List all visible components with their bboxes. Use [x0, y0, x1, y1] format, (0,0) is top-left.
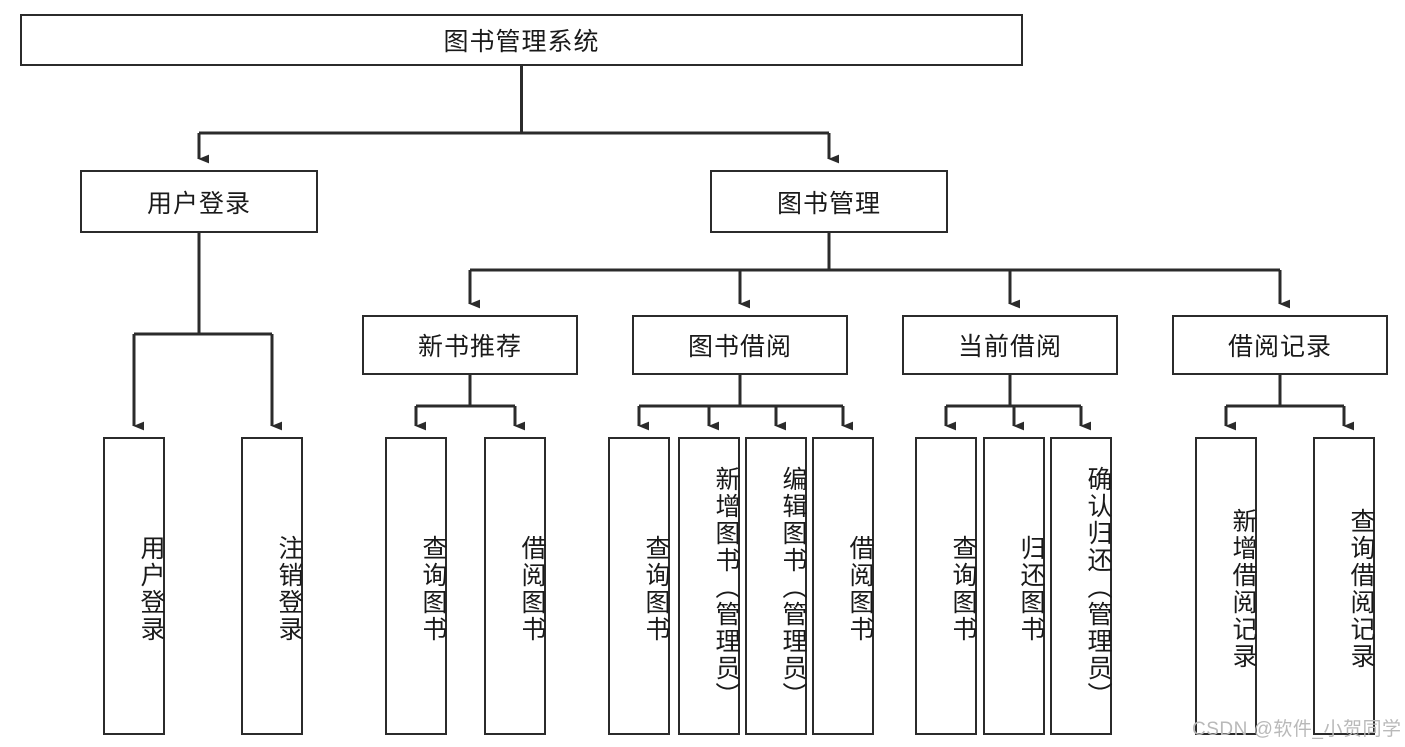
- node-label: 确认归还（管理员）: [1084, 465, 1112, 709]
- node-leaf-edit-book[interactable]: 编辑图书（管理员）: [745, 437, 807, 735]
- node-book-borrow[interactable]: 图书借阅: [632, 315, 848, 375]
- node-leaf-add-rec[interactable]: 新增借阅记录: [1195, 437, 1257, 735]
- node-leaf-query-rec[interactable]: 查询借阅记录: [1313, 437, 1375, 735]
- node-borrow-record[interactable]: 借阅记录: [1172, 315, 1388, 375]
- node-label: 注销登录: [275, 535, 303, 643]
- node-leaf-query-3[interactable]: 查询图书: [915, 437, 977, 735]
- node-leaf-return[interactable]: 归还图书: [983, 437, 1045, 735]
- node-label: 查询图书: [949, 535, 977, 643]
- node-book-manage[interactable]: 图书管理: [710, 170, 948, 233]
- node-label: 用户登录: [146, 189, 251, 218]
- node-label: 借阅图书: [518, 535, 546, 643]
- node-leaf-borrow-2[interactable]: 借阅图书: [812, 437, 874, 735]
- node-label: 查询借阅记录: [1347, 508, 1375, 670]
- node-label: 用户登录: [137, 535, 165, 643]
- node-leaf-confirm[interactable]: 确认归还（管理员）: [1050, 437, 1112, 735]
- node-leaf-logout[interactable]: 注销登录: [241, 437, 303, 735]
- node-new-book-rec[interactable]: 新书推荐: [362, 315, 578, 375]
- node-label: 新书推荐: [417, 333, 522, 361]
- node-label: 新增图书（管理员）: [712, 465, 740, 709]
- node-leaf-add-book[interactable]: 新增图书（管理员）: [678, 437, 740, 735]
- node-label: 借阅图书: [846, 535, 874, 643]
- node-leaf-borrow-1[interactable]: 借阅图书: [484, 437, 546, 735]
- node-root[interactable]: 图书管理系统: [20, 14, 1023, 66]
- node-label: 当前借阅: [957, 333, 1062, 361]
- node-label: 归还图书: [1017, 535, 1045, 643]
- node-leaf-user-login[interactable]: 用户登录: [103, 437, 165, 735]
- node-label: 图书管理: [776, 189, 881, 218]
- node-leaf-query-1[interactable]: 查询图书: [385, 437, 447, 735]
- node-label: 查询图书: [642, 535, 670, 643]
- csdn-watermark: CSDN @软件_小贺同学: [1192, 719, 1402, 740]
- node-leaf-query-2[interactable]: 查询图书: [608, 437, 670, 735]
- node-label: 借阅记录: [1227, 333, 1332, 361]
- node-user-login[interactable]: 用户登录: [80, 170, 318, 233]
- node-current-borrow[interactable]: 当前借阅: [902, 315, 1118, 375]
- node-label: 图书管理系统: [443, 28, 600, 56]
- node-label: 新增借阅记录: [1229, 508, 1257, 670]
- node-label: 编辑图书（管理员）: [779, 465, 807, 709]
- node-label: 图书借阅: [687, 333, 792, 361]
- node-label: 查询图书: [419, 535, 447, 643]
